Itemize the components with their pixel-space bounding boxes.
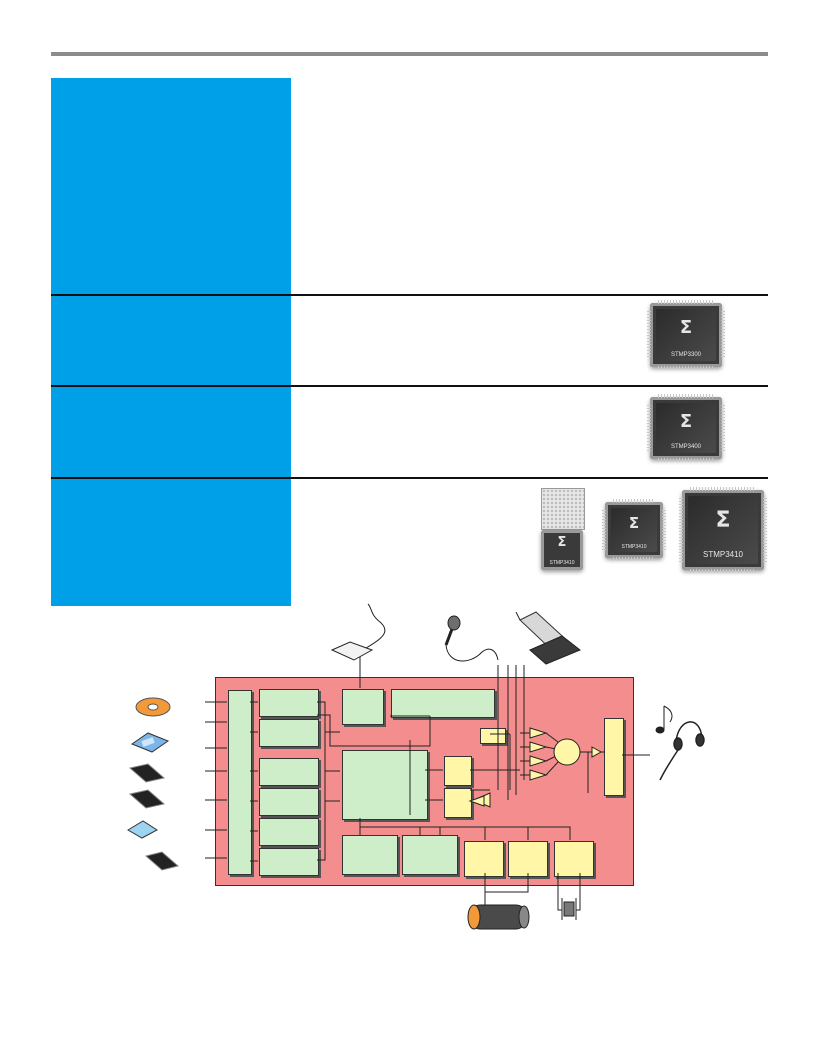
music-notes-icon: [655, 705, 673, 734]
interface-block: [259, 848, 319, 876]
dsp-core-block: [342, 750, 428, 820]
interface-block: [259, 719, 319, 747]
stmp3410-large-chip-image: Σ STMP3410: [679, 487, 767, 573]
peripheral-block: [402, 835, 458, 875]
interface-block: [259, 788, 319, 816]
interface-block: [259, 758, 319, 786]
dc-dc-block: [464, 841, 504, 877]
section-divider: [51, 294, 768, 296]
crystal-icon: [561, 898, 577, 920]
keypad-icon: [130, 732, 170, 753]
chip-label: STMP3410: [549, 560, 575, 566]
adc-block: [444, 756, 472, 786]
chip-label: STMP3410: [702, 549, 744, 559]
mux-block: [480, 728, 506, 744]
section-divider: [51, 477, 768, 479]
rtc-block: [554, 841, 594, 877]
power-block: [508, 841, 548, 877]
bga-balls-image: [541, 488, 585, 530]
gpio-bus-block: [228, 690, 252, 875]
memory-block: [391, 689, 495, 718]
compactflash-card-icon: [127, 820, 158, 839]
dac-block: [444, 788, 472, 818]
sigmatel-logo-icon: Σ: [557, 534, 567, 550]
header-rule: [51, 52, 768, 56]
fm-tuner-icon: [515, 611, 581, 665]
cd-disc-icon: [135, 697, 171, 717]
stmp3300-chip-image: Σ STMP3300: [647, 300, 725, 370]
section-sidebar-band: [51, 78, 291, 606]
memory-card-icon: [144, 851, 180, 871]
headphone-amp-block: [604, 718, 624, 796]
stmp3410-chip-image: Σ STMP3410: [602, 499, 666, 561]
sigmatel-logo-icon: Σ: [628, 514, 640, 533]
sigmatel-logo-icon: Σ: [715, 507, 731, 533]
sigmatel-logo-icon: Σ: [679, 317, 693, 339]
section-divider: [51, 385, 768, 387]
chip-label: STMP3400: [670, 444, 701, 451]
microphone-icon: [444, 615, 499, 662]
stmp3410-bga-chip-image: Σ STMP3410: [541, 530, 583, 570]
headphones-icon: [659, 721, 705, 781]
block-diagram-board: [215, 677, 634, 886]
usb-cable-icon: [330, 603, 386, 661]
chip-label: STMP3410: [621, 544, 647, 551]
interface-block: [259, 818, 319, 846]
interface-block: [259, 689, 319, 717]
peripheral-block: [342, 835, 398, 875]
smartmedia-card-icon: [128, 763, 166, 783]
smartmedia-card-icon: [128, 789, 166, 809]
sigmatel-logo-icon: Σ: [679, 410, 693, 432]
mixer-block: [553, 738, 581, 766]
stmp3400-chip-image: Σ STMP3400: [647, 394, 725, 462]
battery-icon: [467, 904, 530, 930]
chip-label: STMP3300: [670, 352, 701, 359]
usb-block: [342, 689, 384, 725]
